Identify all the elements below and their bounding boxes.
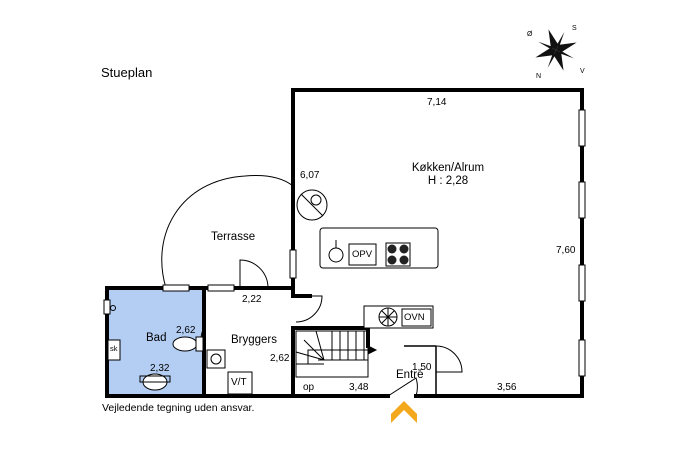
kitchen-room-label: Køkken/Alrum <box>411 162 485 174</box>
walls <box>105 88 584 398</box>
disclaimer-text: Vejledende tegning uden ansvar. <box>102 402 255 414</box>
utility-room-label: Bryggers <box>231 334 278 346</box>
range-box <box>348 243 377 266</box>
dim-kitchen-width: 7,14 <box>427 97 447 108</box>
oven-box <box>401 308 432 327</box>
washer-dryer-label: V/T <box>231 377 247 388</box>
plan-title: Stueplan <box>101 65 153 80</box>
windows <box>103 109 586 377</box>
cabinet-label: sk <box>110 344 118 353</box>
kitchen-height-label: H : 2,28 <box>427 175 469 187</box>
dim-hall-width: 3,56 <box>497 382 517 393</box>
dim-utility-depth: 2,62 <box>270 353 290 364</box>
terrace-room-label: Terrasse <box>211 231 256 243</box>
dim-bath-width: 2,32 <box>150 363 170 374</box>
dim-kitchen-depth: 7,60 <box>556 245 576 256</box>
stairs-up-label: op <box>303 382 315 393</box>
entry-room-label: Entré <box>396 369 424 381</box>
fan-icon <box>378 307 398 327</box>
bath-fixtures <box>107 336 204 391</box>
grill-icon <box>296 189 328 221</box>
entrance-arrow-icon <box>391 401 417 423</box>
compass-rose-icon <box>535 29 577 71</box>
dim-terrace: 6,07 <box>300 170 320 181</box>
dim-bath-depth: 2,62 <box>176 325 196 336</box>
bath-drain-icon <box>110 305 116 311</box>
dim-utility-width: 2,22 <box>242 294 262 305</box>
compass-label-n: N <box>536 73 542 80</box>
compass-label-o: Ø <box>527 31 533 38</box>
oven-label: OVN <box>404 312 425 323</box>
dim-entry-width: 3,48 <box>349 382 369 393</box>
bath-room-label: Bad <box>146 332 167 344</box>
compass-label-v: V <box>580 68 585 75</box>
compass-label-s: S <box>572 25 577 32</box>
cooktop-icon <box>385 242 411 267</box>
utility-fixtures <box>206 349 253 395</box>
terrace-outline <box>161 175 294 289</box>
staircase <box>295 330 378 378</box>
thin-walls <box>404 345 437 396</box>
range-label: OPV <box>352 249 373 260</box>
dim-entry-depth: 1,50 <box>412 362 432 373</box>
